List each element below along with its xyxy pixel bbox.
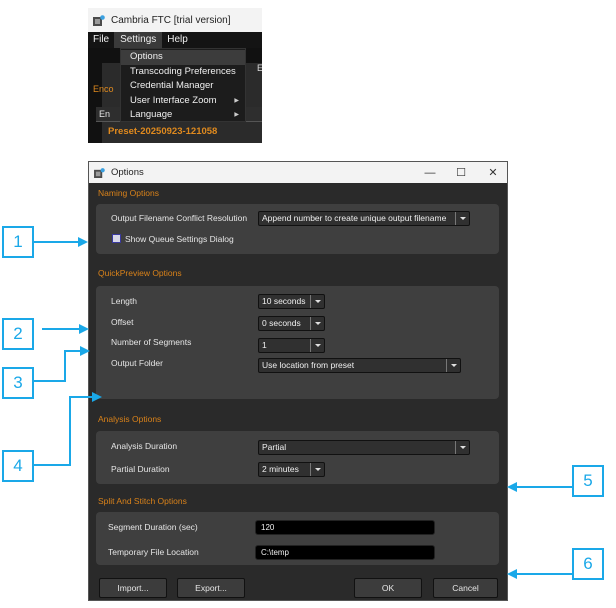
select-value: 10 seconds [262, 296, 306, 306]
menu-settings[interactable]: Settings [114, 32, 163, 48]
menu-item-label: User Interface Zoom [130, 94, 217, 106]
menu-item-user-interface-zoom[interactable]: User Interface Zoom ▶ [121, 94, 245, 109]
naming-options-header: Naming Options [98, 188, 159, 198]
quickpreview-options-header: QuickPreview Options [98, 268, 182, 278]
close-button[interactable]: ✕ [488, 167, 498, 179]
partial-duration-select[interactable]: 2 minutes [258, 462, 325, 477]
menu-item-options[interactable]: Options [121, 50, 245, 65]
callout-5-line [517, 486, 572, 488]
menu-item-label: Options [130, 51, 163, 62]
number-of-segments-label: Number of Segments [111, 337, 192, 347]
callout-3: 3 [2, 367, 34, 399]
segment-duration-input[interactable]: 120 [255, 520, 435, 535]
submenu-arrow-icon: ▶ [234, 112, 239, 118]
app-title-bar: Cambria FTC [trial version] [88, 8, 262, 32]
background-encoding-label: Enco [93, 84, 114, 94]
dialog-title-bar: Options — ☐ ✕ [89, 162, 507, 183]
settings-dropdown: Options Transcoding Preferences Credenti… [120, 48, 246, 122]
arrow-left-icon [507, 569, 517, 579]
analysis-options-panel: Analysis Duration Partial Partial Durati… [96, 431, 499, 484]
length-label: Length [111, 296, 137, 306]
callout-3-line-h1 [34, 380, 66, 382]
chevron-down-icon [310, 463, 324, 476]
callout-1-line [34, 241, 78, 243]
arrow-right-icon [78, 237, 88, 247]
select-value: 2 minutes [262, 464, 299, 474]
split-stitch-options-panel: Segment Duration (sec) 120 Temporary Fil… [96, 512, 499, 565]
conflict-resolution-select[interactable]: Append number to create unique output fi… [258, 211, 470, 226]
callout-2: 2 [2, 318, 34, 350]
menu-item-label: Transcoding Preferences [130, 65, 236, 77]
conflict-resolution-label: Output Filename Conflict Resolution [111, 213, 248, 223]
analysis-options-header: Analysis Options [98, 414, 162, 424]
split-stitch-options-header: Split And Stitch Options [98, 496, 187, 506]
analysis-duration-label: Analysis Duration [111, 441, 178, 451]
menu-item-label: Credential Manager [130, 80, 214, 91]
menu-item-language[interactable]: Language ▶ [121, 108, 245, 123]
arrow-left-icon [507, 482, 517, 492]
naming-options-panel: Output Filename Conflict Resolution Appe… [96, 204, 499, 254]
select-value: Append number to create unique output fi… [262, 213, 447, 223]
cambria-app-icon [94, 167, 105, 178]
menu-file[interactable]: File [93, 34, 110, 45]
arrow-right-icon [80, 346, 90, 356]
chevron-down-icon [310, 339, 324, 352]
export-button[interactable]: Export... [177, 578, 245, 598]
import-button[interactable]: Import... [99, 578, 167, 598]
callout-3-line-h2 [64, 350, 80, 352]
app-title: Cambria FTC [trial version] [111, 14, 231, 26]
analysis-duration-select[interactable]: Partial [258, 440, 470, 455]
length-select[interactable]: 10 seconds [258, 294, 325, 309]
callout-2-line [42, 328, 79, 330]
temporary-file-location-label: Temporary File Location [108, 547, 199, 557]
minimize-button[interactable]: — [424, 166, 436, 179]
segment-duration-label: Segment Duration (sec) [108, 522, 198, 532]
callout-6: 6 [572, 548, 604, 580]
submenu-arrow-icon: ▶ [234, 97, 239, 104]
menubar: File Settings Help [88, 32, 262, 48]
menu-item-label: Language [130, 109, 173, 120]
menu-help[interactable]: Help [167, 34, 188, 45]
select-value: 1 [262, 340, 267, 350]
arrow-right-icon [79, 324, 89, 334]
options-dialog: Options — ☐ ✕ Naming Options Output File… [88, 161, 508, 601]
cambria-app-icon [93, 14, 105, 26]
chevron-down-icon [310, 295, 324, 308]
menu-item-transcoding-preferences[interactable]: Transcoding Preferences [121, 65, 245, 80]
show-queue-settings-label: Show Queue Settings Dialog [125, 234, 234, 244]
select-value: Partial [262, 442, 287, 452]
quickpreview-options-panel: Length 10 seconds Offset 0 seconds Numbe… [96, 286, 499, 399]
ok-button[interactable]: OK [354, 578, 422, 598]
callout-4-line-v [69, 396, 71, 466]
output-folder-label: Output Folder [111, 358, 163, 368]
callout-1: 1 [2, 226, 34, 258]
select-value: 0 seconds [262, 318, 301, 328]
dialog-title: Options [111, 167, 144, 178]
callout-4-line-h1 [34, 464, 71, 466]
background-tab-label: E [257, 63, 262, 73]
chevron-down-icon [455, 441, 469, 454]
select-value: Use location from preset [262, 360, 355, 370]
callout-3-line-v [64, 350, 66, 382]
show-queue-settings-checkbox[interactable] [112, 234, 121, 243]
number-of-segments-select[interactable]: 1 [258, 338, 325, 353]
offset-select[interactable]: 0 seconds [258, 316, 325, 331]
cancel-button[interactable]: Cancel [433, 578, 498, 598]
callout-4-line-h2 [69, 396, 92, 398]
menu-item-credential-manager[interactable]: Credential Manager [121, 79, 245, 94]
callout-6-line [517, 573, 572, 575]
maximize-button[interactable]: ☐ [456, 167, 466, 179]
partial-duration-label: Partial Duration [111, 464, 170, 474]
callout-5: 5 [572, 465, 604, 497]
temporary-file-location-input[interactable]: C:\temp [255, 545, 435, 560]
chevron-down-icon [310, 317, 324, 330]
offset-label: Offset [111, 317, 134, 327]
settings-menu-screenshot: Cambria FTC [trial version] File Setting… [88, 8, 262, 143]
chevron-down-icon [446, 359, 460, 372]
callout-4: 4 [2, 450, 34, 482]
chevron-down-icon [455, 212, 469, 225]
preset-name: Preset-20250923-121058 [108, 126, 218, 137]
arrow-right-icon [92, 392, 102, 402]
output-folder-select[interactable]: Use location from preset [258, 358, 461, 373]
